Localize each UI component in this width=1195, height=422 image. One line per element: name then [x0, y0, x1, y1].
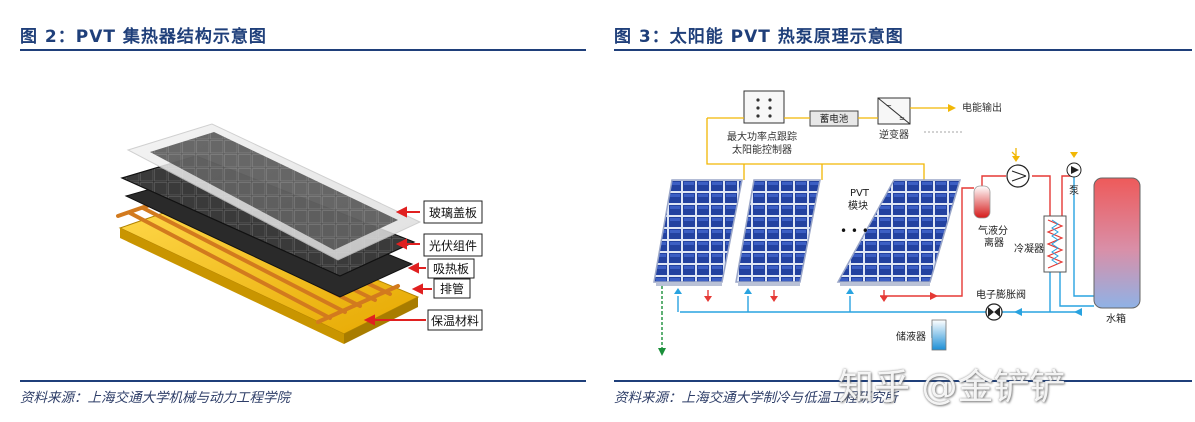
svg-text:~: ~: [886, 102, 892, 110]
label-pv-module: 光伏组件: [429, 239, 477, 253]
svg-text:=: =: [899, 115, 905, 123]
label-absorber: 吸热板: [433, 262, 469, 276]
right-figure-title: 图 3：太阳能 PVT 热泵原理示意图: [614, 27, 904, 47]
label-inverter: 逆变器: [879, 128, 909, 141]
label-pipes: 排管: [440, 281, 464, 296]
label-separator-2: 离器: [984, 236, 1004, 249]
ellipsis-dots: • • •: [840, 224, 869, 238]
left-source-rule: [20, 380, 586, 382]
pvt-panel-3: [836, 179, 962, 286]
left-title-rule: [20, 49, 586, 51]
left-figure-source: 资料来源：上海交通大学机械与动力工程学院: [20, 390, 290, 406]
right-figure: 图 3：太阳能 PVT 热泵原理示意图: [612, 0, 1195, 422]
power-output-arrow: [948, 104, 956, 112]
label-glass-cover: 玻璃盖板: [429, 206, 477, 220]
water-tank: [1093, 177, 1141, 309]
callout-arrows: [363, 206, 432, 326]
liquid-receiver: [931, 319, 947, 351]
pvt-collector-diagram: 玻璃盖板 光伏组件 吸热板 排管 保温材料: [116, 123, 483, 344]
label-expansion-valve: 电子膨胀阀: [976, 288, 1026, 301]
label-pvt-1: PVT: [850, 188, 870, 199]
pump: [1066, 152, 1082, 178]
svg-text:蓄电池: 蓄电池: [820, 113, 849, 125]
label-pvt-2: 模块: [848, 200, 868, 212]
wires: [706, 107, 950, 180]
label-separator-1: 气液分: [978, 224, 1008, 237]
pvt-panel-1: [653, 179, 743, 286]
pvt-heat-pump-diagram: 蓄电池 ~ = 电能输出 逆变器 最大功率点跟踪 太阳能控制器: [653, 90, 1141, 356]
left-figure: 图 2：PVT 集热器结构示意图: [0, 0, 587, 422]
label-mppt-2: 太阳能控制器: [732, 143, 792, 156]
inverter: ~ =: [877, 97, 911, 125]
glass-cover-layer: [126, 123, 422, 261]
pvt-panel-2: [735, 179, 821, 286]
label-condenser: 冷凝器: [1014, 242, 1044, 255]
watermark-text: 知乎 @金铲铲: [838, 367, 1066, 408]
battery: 蓄电池: [809, 110, 859, 127]
left-figure-title: 图 2：PVT 集热器结构示意图: [20, 27, 267, 47]
condenser: [1043, 215, 1067, 273]
mppt-controller: [743, 90, 785, 124]
gas-liquid-separator: [973, 185, 991, 219]
expansion-valve: [985, 303, 1003, 321]
label-boxes: [423, 200, 483, 331]
label-mppt-1: 最大功率点跟踪: [727, 130, 797, 143]
compressor: [1006, 148, 1030, 188]
right-figure-source: 资料来源：上海交通大学制冷与低温工程研究所: [614, 390, 898, 406]
label-receiver: 储液器: [896, 330, 926, 343]
right-source-rule: [614, 380, 1192, 382]
right-title-rule: [614, 49, 1192, 51]
label-tank: 水箱: [1106, 312, 1126, 325]
label-insulation: 保温材料: [431, 314, 479, 328]
label-pump: 泵: [1069, 185, 1079, 197]
label-power-output: 电能输出: [962, 101, 1002, 114]
